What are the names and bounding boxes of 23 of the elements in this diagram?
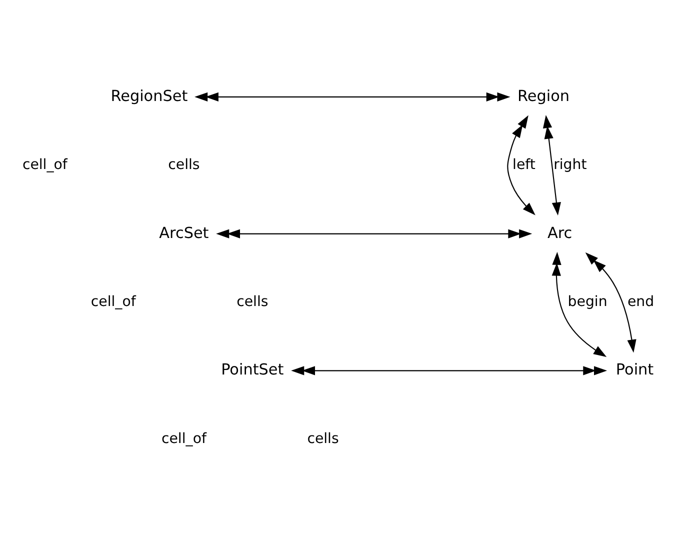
node-text: ArcSet — [159, 223, 209, 242]
edge-label: end — [627, 293, 654, 310]
node-text: Region — [518, 86, 570, 104]
arrow — [585, 252, 636, 352]
label: cell_of — [22, 156, 68, 173]
node-text: Point — [616, 360, 654, 378]
node-text: Arc — [548, 223, 572, 242]
edge-label: left — [512, 156, 536, 173]
arrow — [291, 366, 608, 375]
node-text: RegionSet — [110, 86, 188, 104]
label: cell_of — [90, 293, 136, 310]
arrow — [542, 114, 561, 215]
label: cell_of — [162, 430, 206, 446]
arrow — [194, 92, 510, 101]
edge-label: right — [554, 156, 587, 173]
arrow — [552, 251, 607, 356]
arrow — [507, 114, 536, 215]
arrow — [216, 228, 532, 238]
edge-label: begin — [568, 293, 608, 310]
node-text: PointSet — [221, 360, 284, 378]
label: cells — [168, 156, 200, 173]
label: cells — [307, 430, 339, 446]
label: cells — [236, 293, 268, 310]
